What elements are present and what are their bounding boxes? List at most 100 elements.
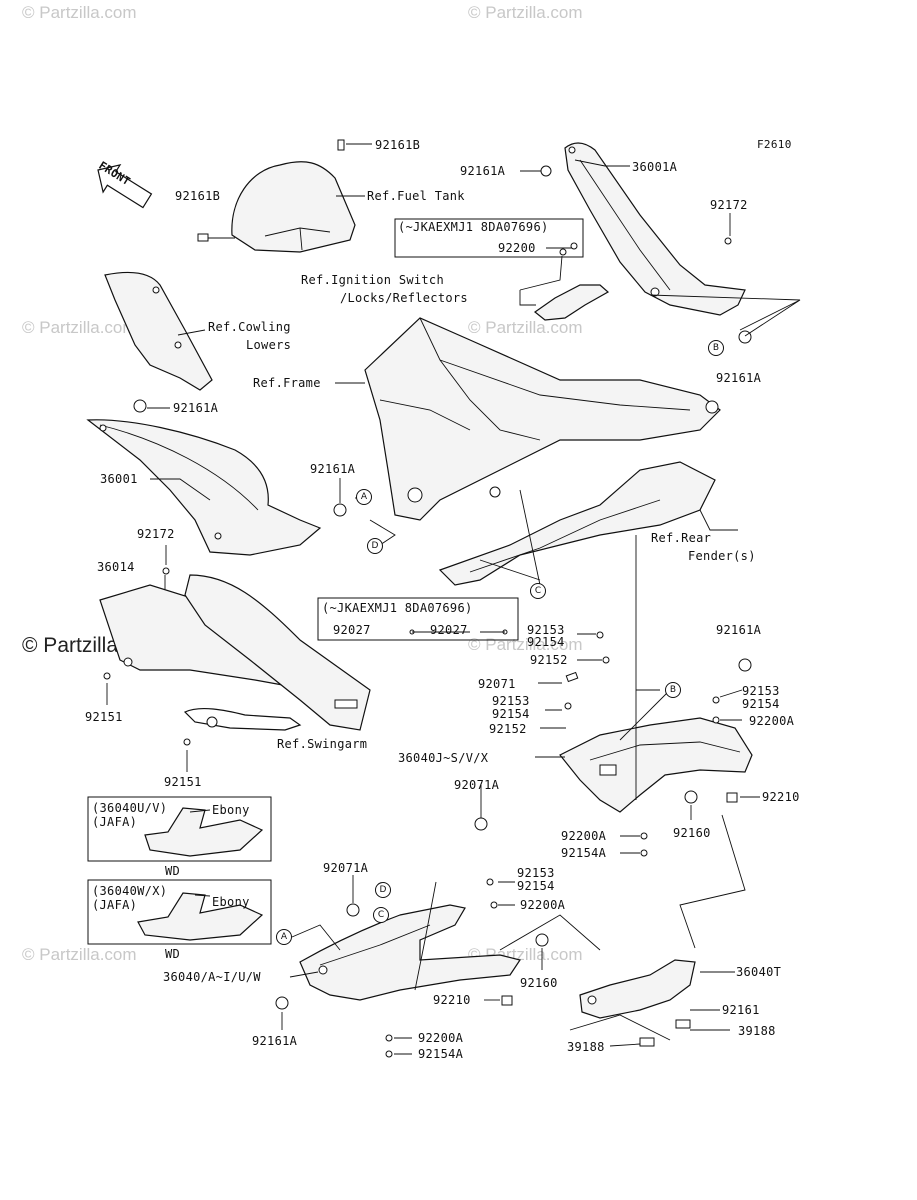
tail-cover-36001A-shape [564,142,746,316]
part-label-92154: 92154 [527,635,565,649]
part-label-92153: 92153 [527,623,565,637]
callout-d: D [367,538,383,554]
grommet-icons [103,165,752,1058]
part-label-92161B: 92161B [375,138,421,152]
part-label-92152: 92152 [489,722,527,736]
seat-cowl-36040J-shape [559,717,753,813]
fuel-tank-shape [197,139,356,253]
part-label-92154: 92154 [517,879,555,893]
part-label-92071A: 92071A [323,861,369,875]
ref-frame-label: Ref.Frame [253,376,321,390]
part-label-92200A: 92200A [749,714,795,728]
part-label-92151: 92151 [164,775,202,789]
cowling-lowers-shape [104,271,213,391]
inset-color-label: Ebony [212,895,250,909]
callout-b: B [665,682,681,698]
inset-color-label: Ebony [212,803,250,817]
inset-1-part [144,807,264,857]
part-label-92200: 92200 [498,241,536,255]
part-label-92161A: 92161A [716,371,762,385]
part-label-92153: 92153 [742,684,780,698]
frame-shape [364,317,721,521]
part-label-92210: 92210 [762,790,800,804]
vin-range-label: (~JKAEXMJ1 8DA07696) [322,601,473,615]
callout-d: D [375,882,391,898]
ref-cowling-label: Ref.Cowling [208,320,291,334]
watermark: © Partzilla.com [22,945,137,964]
part-label-92161: 92161 [722,1003,760,1017]
seat-cowl-36040T-shape [579,959,696,1047]
part-label-92160: 92160 [673,826,711,840]
part-label-92200A: 92200A [561,829,607,843]
inset-model-label: (36040W/X) [92,884,168,898]
part-label-36014: 36014 [97,560,135,574]
callout-a: A [276,929,292,945]
part-label-92154: 92154 [742,697,780,711]
diagram-code: F2610 [757,138,792,151]
watermark: © Partzilla.com [468,3,583,22]
part-label-92161A: 92161A [310,462,356,476]
part-label-92027: 92027 [430,623,468,637]
inset-wd-label: WD [165,864,181,878]
part-label-39188: 39188 [738,1024,776,1038]
front-arrow-icon [97,163,153,209]
seat-cowl-36040A-shape [299,904,521,1001]
rear-fender-shape [438,461,716,586]
watermark: © Partzilla.com [22,3,137,22]
callout-b: B [708,340,724,356]
watermark: © Partzilla.com [468,318,583,337]
callout-a: A [356,489,372,505]
inset-region-label: (JAFA) [92,815,138,829]
side-cover-36001-shape [86,419,322,556]
inset-wd-label: WD [165,947,181,961]
part-label-92210: 92210 [433,993,471,1007]
bracket-shape [533,248,610,321]
ref-ignition-label: Ref.Ignition Switch [301,273,444,287]
part-label-92071: 92071 [478,677,516,691]
part-label-92161B: 92161B [175,189,221,203]
part-label-92161A: 92161A [460,164,506,178]
part-label-92200A: 92200A [520,898,566,912]
vin-box-2 [317,597,519,641]
part-label-36001: 36001 [100,472,138,486]
ref-fuel-tank-label: Ref.Fuel Tank [367,189,465,203]
part-label-39188: 39188 [567,1040,605,1054]
part-label-36001A: 36001A [632,160,678,174]
part-label-36040A: 36040/A~I/U/W [163,970,261,984]
part-label-92151: 92151 [85,710,123,724]
part-label-92172: 92172 [710,198,748,212]
part-label-92153: 92153 [517,866,555,880]
inset-model-label: (36040U/V) [92,801,168,815]
vin-box-1 [394,218,584,258]
leader-lines [106,143,801,1055]
callout-c: C [530,583,546,599]
part-label-92154: 92154 [492,707,530,721]
part-label-92161A: 92161A [173,401,219,415]
part-label-92027: 92027 [333,623,371,637]
part-label-92153: 92153 [492,694,530,708]
inset-box-36040WX [87,879,272,945]
ref-ignition-label: /Locks/Reflectors [340,291,468,305]
callout-c: C [373,907,389,923]
part-label-92154A: 92154A [418,1047,464,1061]
part-label-92161A: 92161A [716,623,762,637]
watermark: © Partzilla.com [22,318,137,337]
part-label-92172: 92172 [137,527,175,541]
part-label-36040T: 36040T [736,965,782,979]
part-label-92152: 92152 [530,653,568,667]
inset-2-part [137,892,264,941]
part-label-92154A: 92154A [561,846,607,860]
inset-box-36040UV [87,796,272,862]
part-label-92161A: 92161A [252,1034,298,1048]
ref-swingarm-label: Ref.Swingarm [277,737,368,751]
ref-cowling-label: Lowers [246,338,292,352]
vin-range-label: (~JKAEXMJ1 8DA07696) [398,220,549,234]
ref-rear-fender-label: Fender(s) [688,549,756,563]
swingarm-shape [183,574,371,731]
part-label-36040J: 36040J~S/V/X [398,751,489,765]
part-label-92200A: 92200A [418,1031,464,1045]
inset-region-label: (JAFA) [92,898,138,912]
part-label-92160: 92160 [520,976,558,990]
